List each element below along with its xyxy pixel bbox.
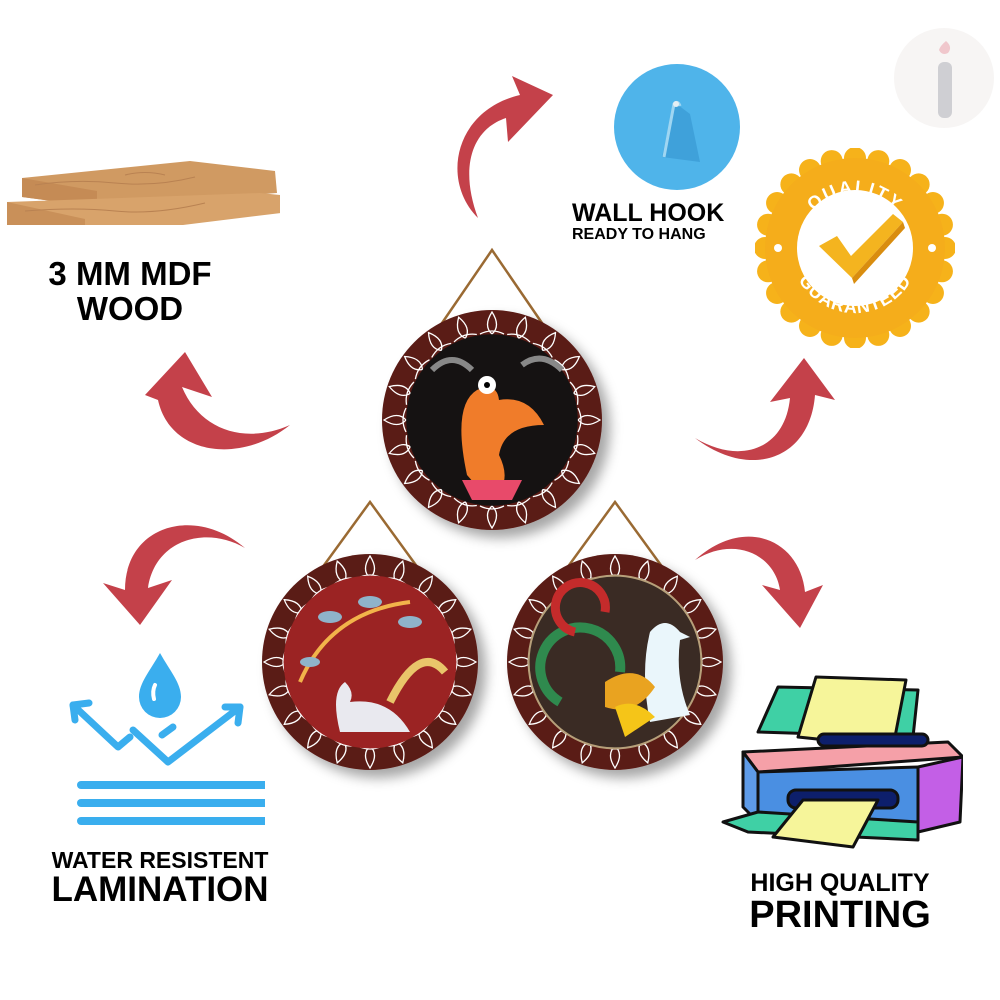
printing-line-1: HIGH QUALITY	[750, 869, 930, 897]
wood-planks-image	[5, 145, 280, 225]
printer-icon	[718, 672, 963, 852]
curved-arrow-icon	[145, 352, 290, 450]
water-line-2: LAMINATION	[51, 870, 269, 910]
curved-arrow-icon	[457, 76, 553, 218]
water-resistant-icon	[55, 645, 265, 830]
checkmark-icon	[819, 214, 905, 284]
printing-line-2: PRINTING	[749, 894, 931, 937]
watermark-logo	[893, 27, 995, 129]
hook-feature-label: WALL HOOK READY TO HANG	[572, 200, 767, 244]
info-logo-icon	[894, 28, 994, 128]
printing-feature-label: HIGH QUALITY PRINTING	[720, 870, 960, 936]
water-line-1: WATER RESISTENT	[51, 847, 269, 873]
curved-arrow-icon	[103, 525, 245, 625]
water-feature-label: WATER RESISTENT LAMINATION	[25, 848, 295, 909]
hook-title: WALL HOOK	[572, 199, 725, 227]
wood-feature-label: 3 MM MDF WOOD	[10, 255, 250, 327]
wood-line-1: 3 MM MDF	[48, 255, 212, 292]
wall-hook-image	[612, 62, 742, 192]
wood-line-2: WOOD	[76, 289, 184, 327]
hook-subtitle: READY TO HANG	[572, 226, 706, 244]
curved-arrow-icon	[695, 358, 835, 461]
curved-arrow-icon	[695, 536, 823, 628]
quality-guaranteed-badge: QUALITY GUARANTEED	[755, 148, 955, 348]
